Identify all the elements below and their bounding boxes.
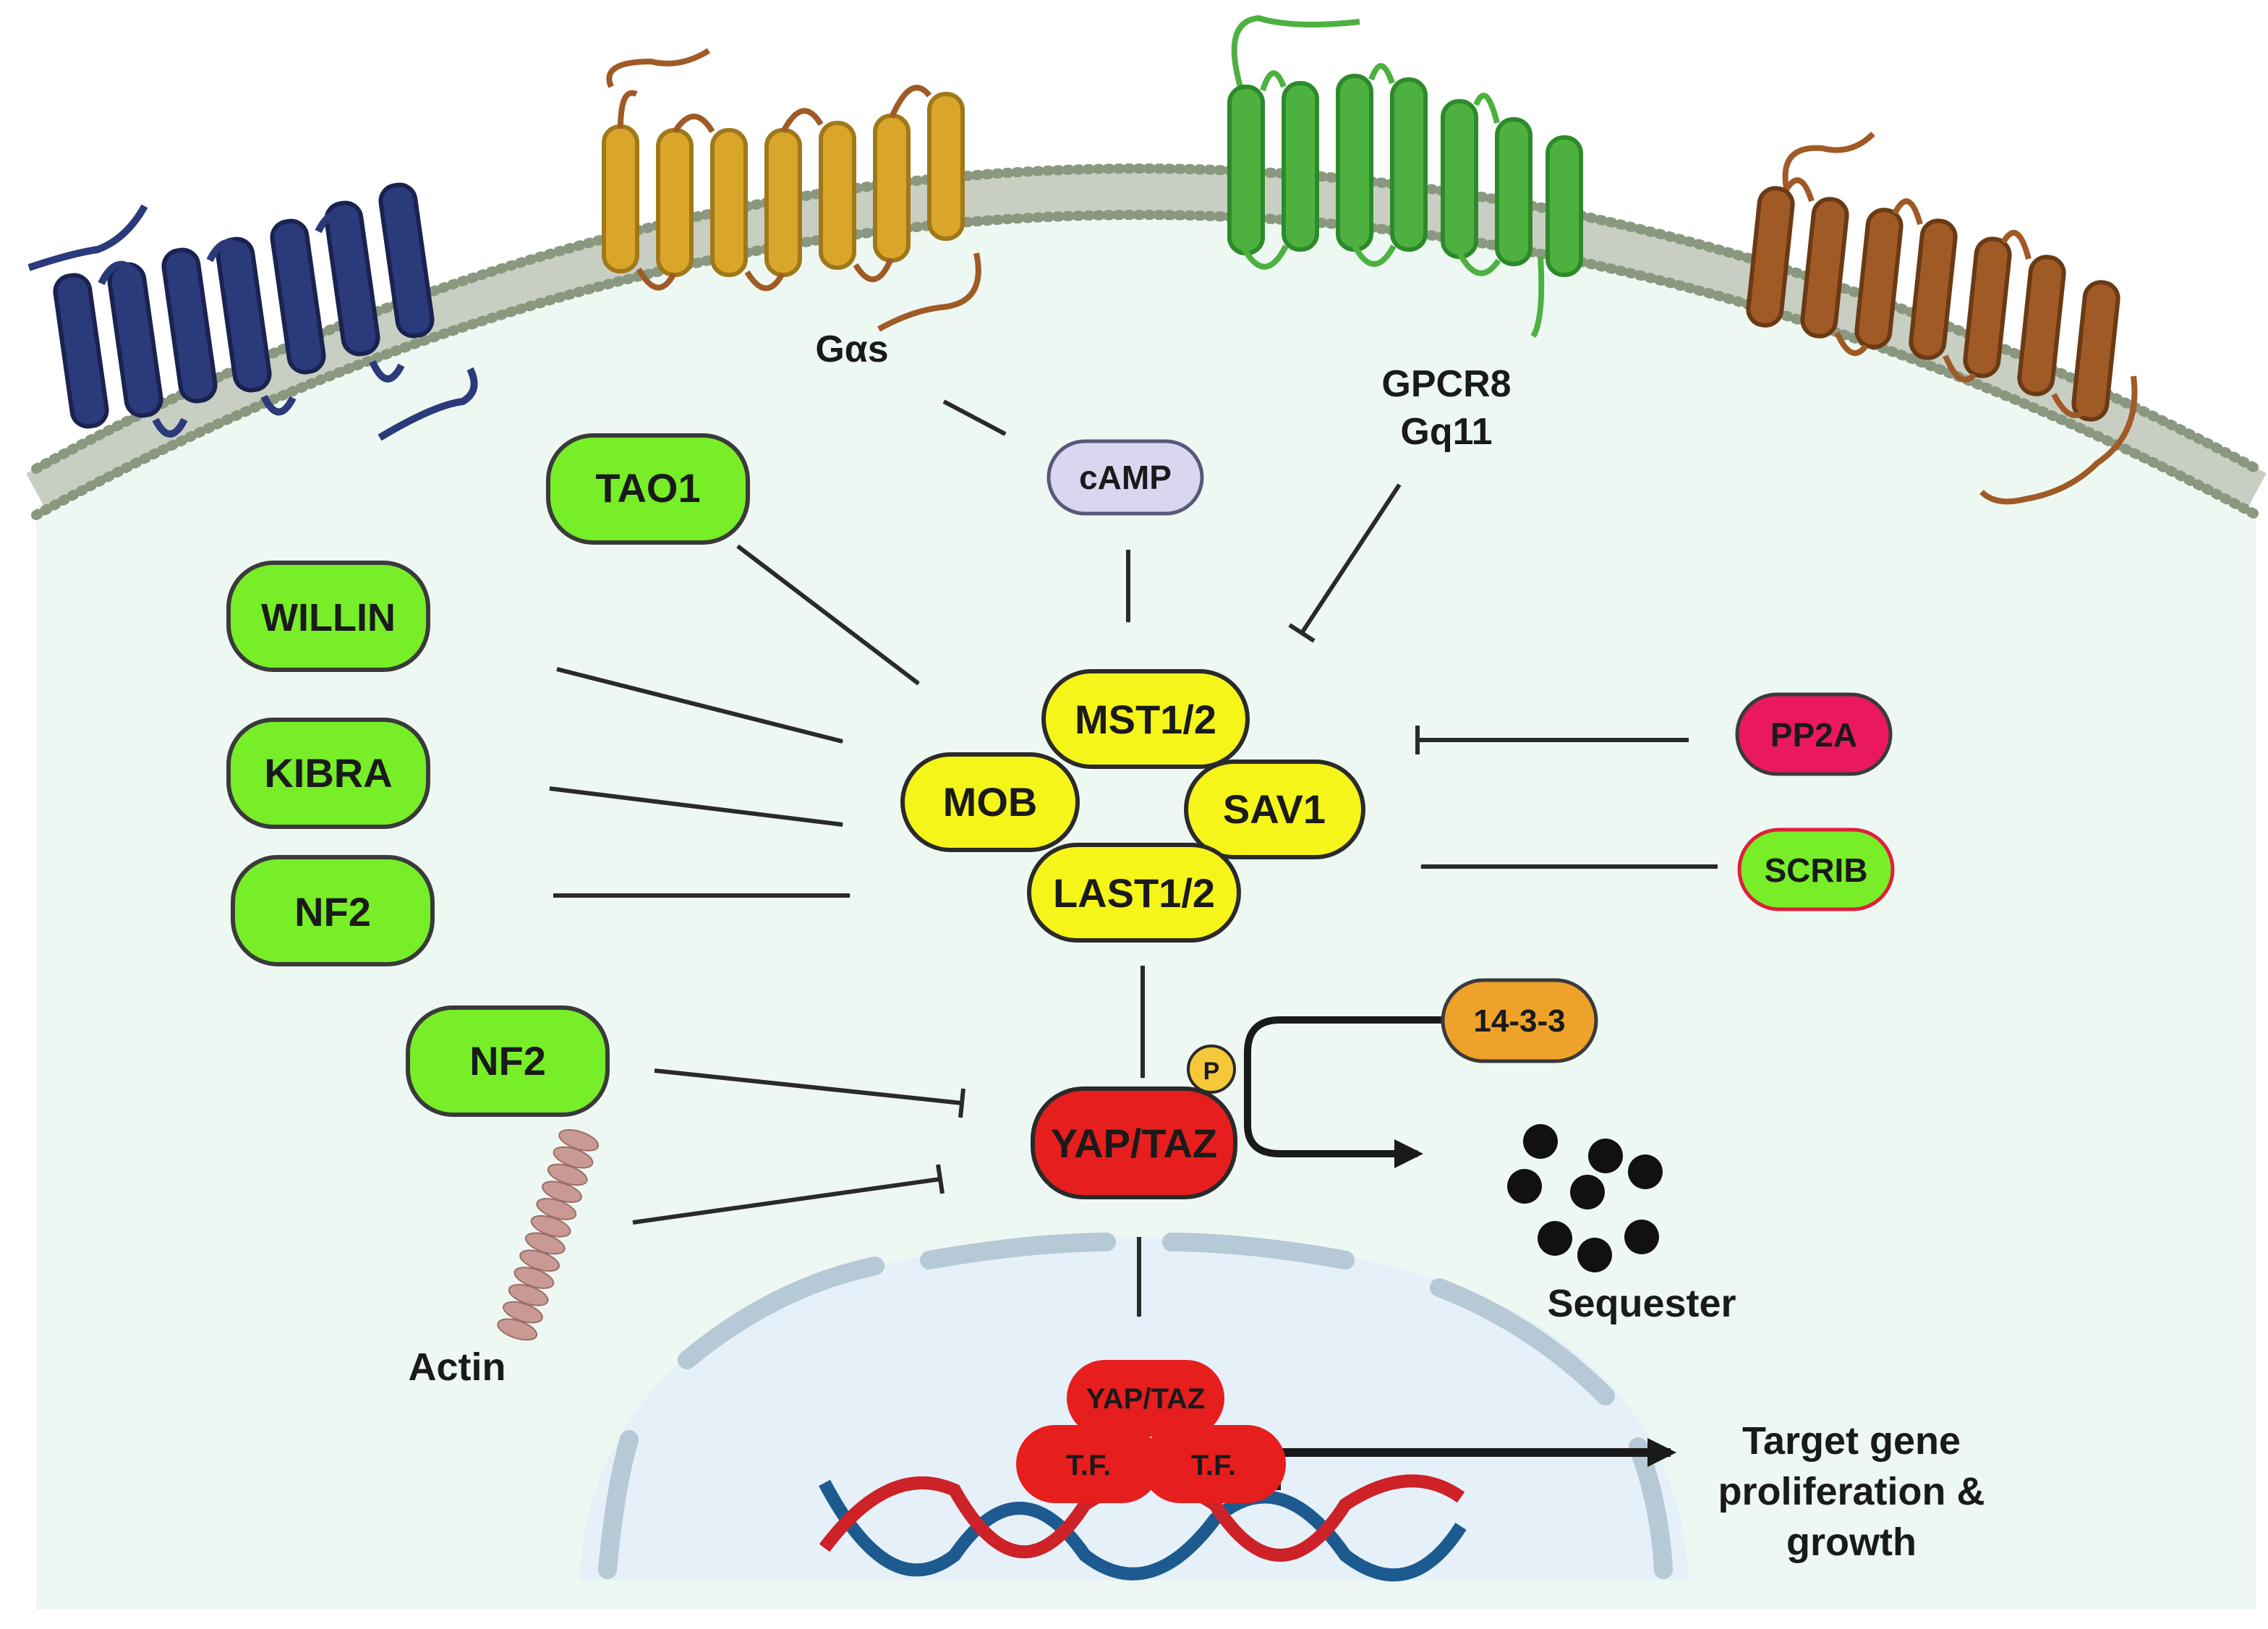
dna-strand-blue [819,1479,1467,1582]
camp-label: cAMP [1079,459,1172,496]
node-pp2a: PP2A [1735,692,1893,776]
node-willin: WILLIN [226,561,430,672]
pp2a-label: PP2A [1770,716,1857,754]
node-tf-right: T.F. [1141,1425,1286,1503]
arrow-gas-to-camp [942,399,1007,436]
arrow-willin-to-complex [556,667,844,744]
kibra-label: KIBRA [264,750,392,796]
node-sav1: SAV1 [1184,760,1365,859]
node-yaptaz: YAP/TAZ [1031,1086,1237,1199]
nuclear-envelope [598,1233,1673,1579]
tf-right-label: T.F. [1191,1450,1236,1481]
sav1-label: SAV1 [1223,786,1326,832]
nf2-lower-label: NF2 [469,1038,546,1084]
node-mob: MOB [900,752,1080,852]
inhibit-gpcr8-complex [1288,483,1402,643]
nuclear-complex: T.F. T.F. YAP/TAZ [1016,1360,1286,1503]
receptor-gold [602,48,981,332]
phospho-label: P [1203,1058,1220,1085]
target-gene-line3: growth [1786,1520,1917,1564]
inhibit-actin-yaptaz [632,1164,945,1225]
scrib-label: SCRIB [1764,851,1867,889]
last-label: LAST1/2 [1053,870,1215,916]
receptor-brown [1746,132,2138,505]
arrow-kibra-to-complex [549,786,844,827]
arrows [549,399,1718,1318]
node-last: LAST1/2 [1027,843,1241,943]
node-1433: 14-3-3 [1441,978,1598,1063]
gq11-label: Gq11 [1400,411,1492,453]
arrow-tao1-to-complex [736,544,920,686]
mob-label: MOB [943,779,1038,825]
node-nf2-upper: NF2 [231,855,435,966]
yaptaz-label: YAP/TAZ [1051,1120,1217,1166]
sequester-label: Sequester [1547,1282,1736,1325]
receptor-green [1227,14,1583,339]
tao1-label: TAO1 [595,465,700,511]
inhibit-nf2-yaptaz [654,1068,965,1118]
phospho-marker: P [1187,1045,1236,1094]
actin-filament [497,1129,600,1341]
node-camp: cAMP [1046,439,1204,516]
target-gene-line2: proliferation & [1718,1470,1984,1513]
nf2-upper-label: NF2 [294,889,371,935]
inhibit-pp2a-complex [1415,726,1689,754]
gpcr8-label: GPCR8 [1381,363,1511,405]
tf-left-label: T.F. [1066,1450,1111,1481]
p1433-label: 14-3-3 [1473,1003,1565,1039]
mst-label: MST1/2 [1075,697,1216,742]
target-gene-line1: Target gene [1742,1419,1961,1463]
node-nf2-lower: NF2 [406,1005,610,1117]
gas-label: Gαs [815,328,888,370]
arrow-1433-to-sequester [1244,1016,1443,1168]
node-mst: MST1/2 [1041,669,1250,769]
node-yaptaz-nuclear: YAP/TAZ [1067,1360,1224,1437]
yaptaz-nuclear-label: YAP/TAZ [1086,1383,1205,1415]
hippo-kinase-complex: MST1/2 MOB SAV1 LAST1/2 [900,669,1365,943]
node-kibra: KIBRA [226,718,430,829]
receptor-navy [27,182,478,441]
inhibitions [632,483,1689,1225]
node-tf-left: T.F. [1016,1425,1161,1503]
willin-label: WILLIN [261,596,396,639]
node-tao1: TAO1 [546,433,750,545]
node-scrib: SCRIB [1737,828,1895,911]
sequester-dots [1507,1124,1663,1272]
actin-label: Actin [409,1345,506,1389]
